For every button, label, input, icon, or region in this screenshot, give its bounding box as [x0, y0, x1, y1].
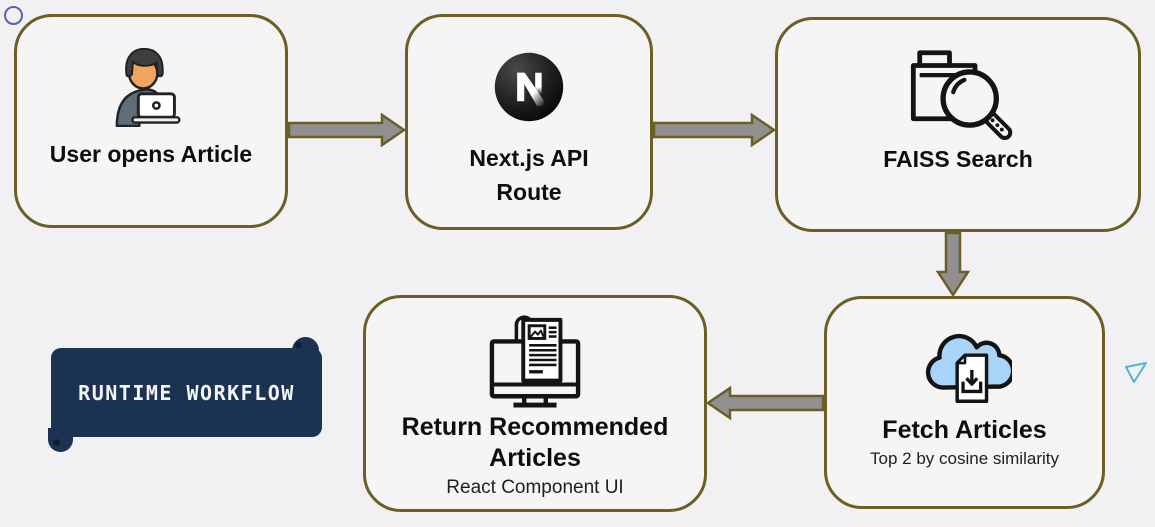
node-nextjs-api-route[interactable]: Next.js API Route: [405, 14, 653, 230]
arrow-user-to-nextjs[interactable]: [287, 112, 407, 148]
node-subtitle: React Component UI: [446, 477, 624, 498]
arrow-faiss-to-fetch[interactable]: [935, 231, 971, 298]
nextjs-logo-icon: [494, 52, 564, 122]
folder-search-icon: [910, 50, 1013, 140]
node-faiss-search[interactable]: FAISS Search: [775, 17, 1141, 232]
node-return-recommended-articles[interactable]: Return Recommended Articles React Compon…: [363, 295, 707, 512]
banner-body: RUNTIME WORKFLOW: [51, 348, 322, 437]
monitor-article-icon: [489, 315, 581, 408]
node-subtitle: Top 2 by cosine similarity: [870, 449, 1059, 468]
node-title: Return Recommended Articles: [401, 413, 669, 472]
node-title: Next.js API Route: [469, 145, 589, 205]
node-title: User opens Article: [49, 141, 253, 167]
node-user-opens-article[interactable]: User opens Article: [14, 14, 288, 228]
banner-label: RUNTIME WORKFLOW: [78, 380, 295, 405]
arrow-fetch-to-return[interactable]: [705, 385, 825, 421]
runtime-workflow-banner[interactable]: RUNTIME WORKFLOW: [48, 337, 322, 452]
decorative-circle-shape[interactable]: [4, 6, 23, 25]
arrow-nextjs-to-faiss[interactable]: [652, 112, 777, 148]
node-title: FAISS Search: [883, 146, 1033, 172]
node-title: Fetch Articles: [882, 416, 1047, 444]
node-fetch-articles[interactable]: Fetch Articles Top 2 by cosine similarit…: [824, 296, 1105, 509]
person-laptop-icon: [115, 47, 181, 127]
decorative-triangle-shape[interactable]: [1124, 361, 1148, 385]
cloud-download-icon: [925, 333, 1012, 403]
